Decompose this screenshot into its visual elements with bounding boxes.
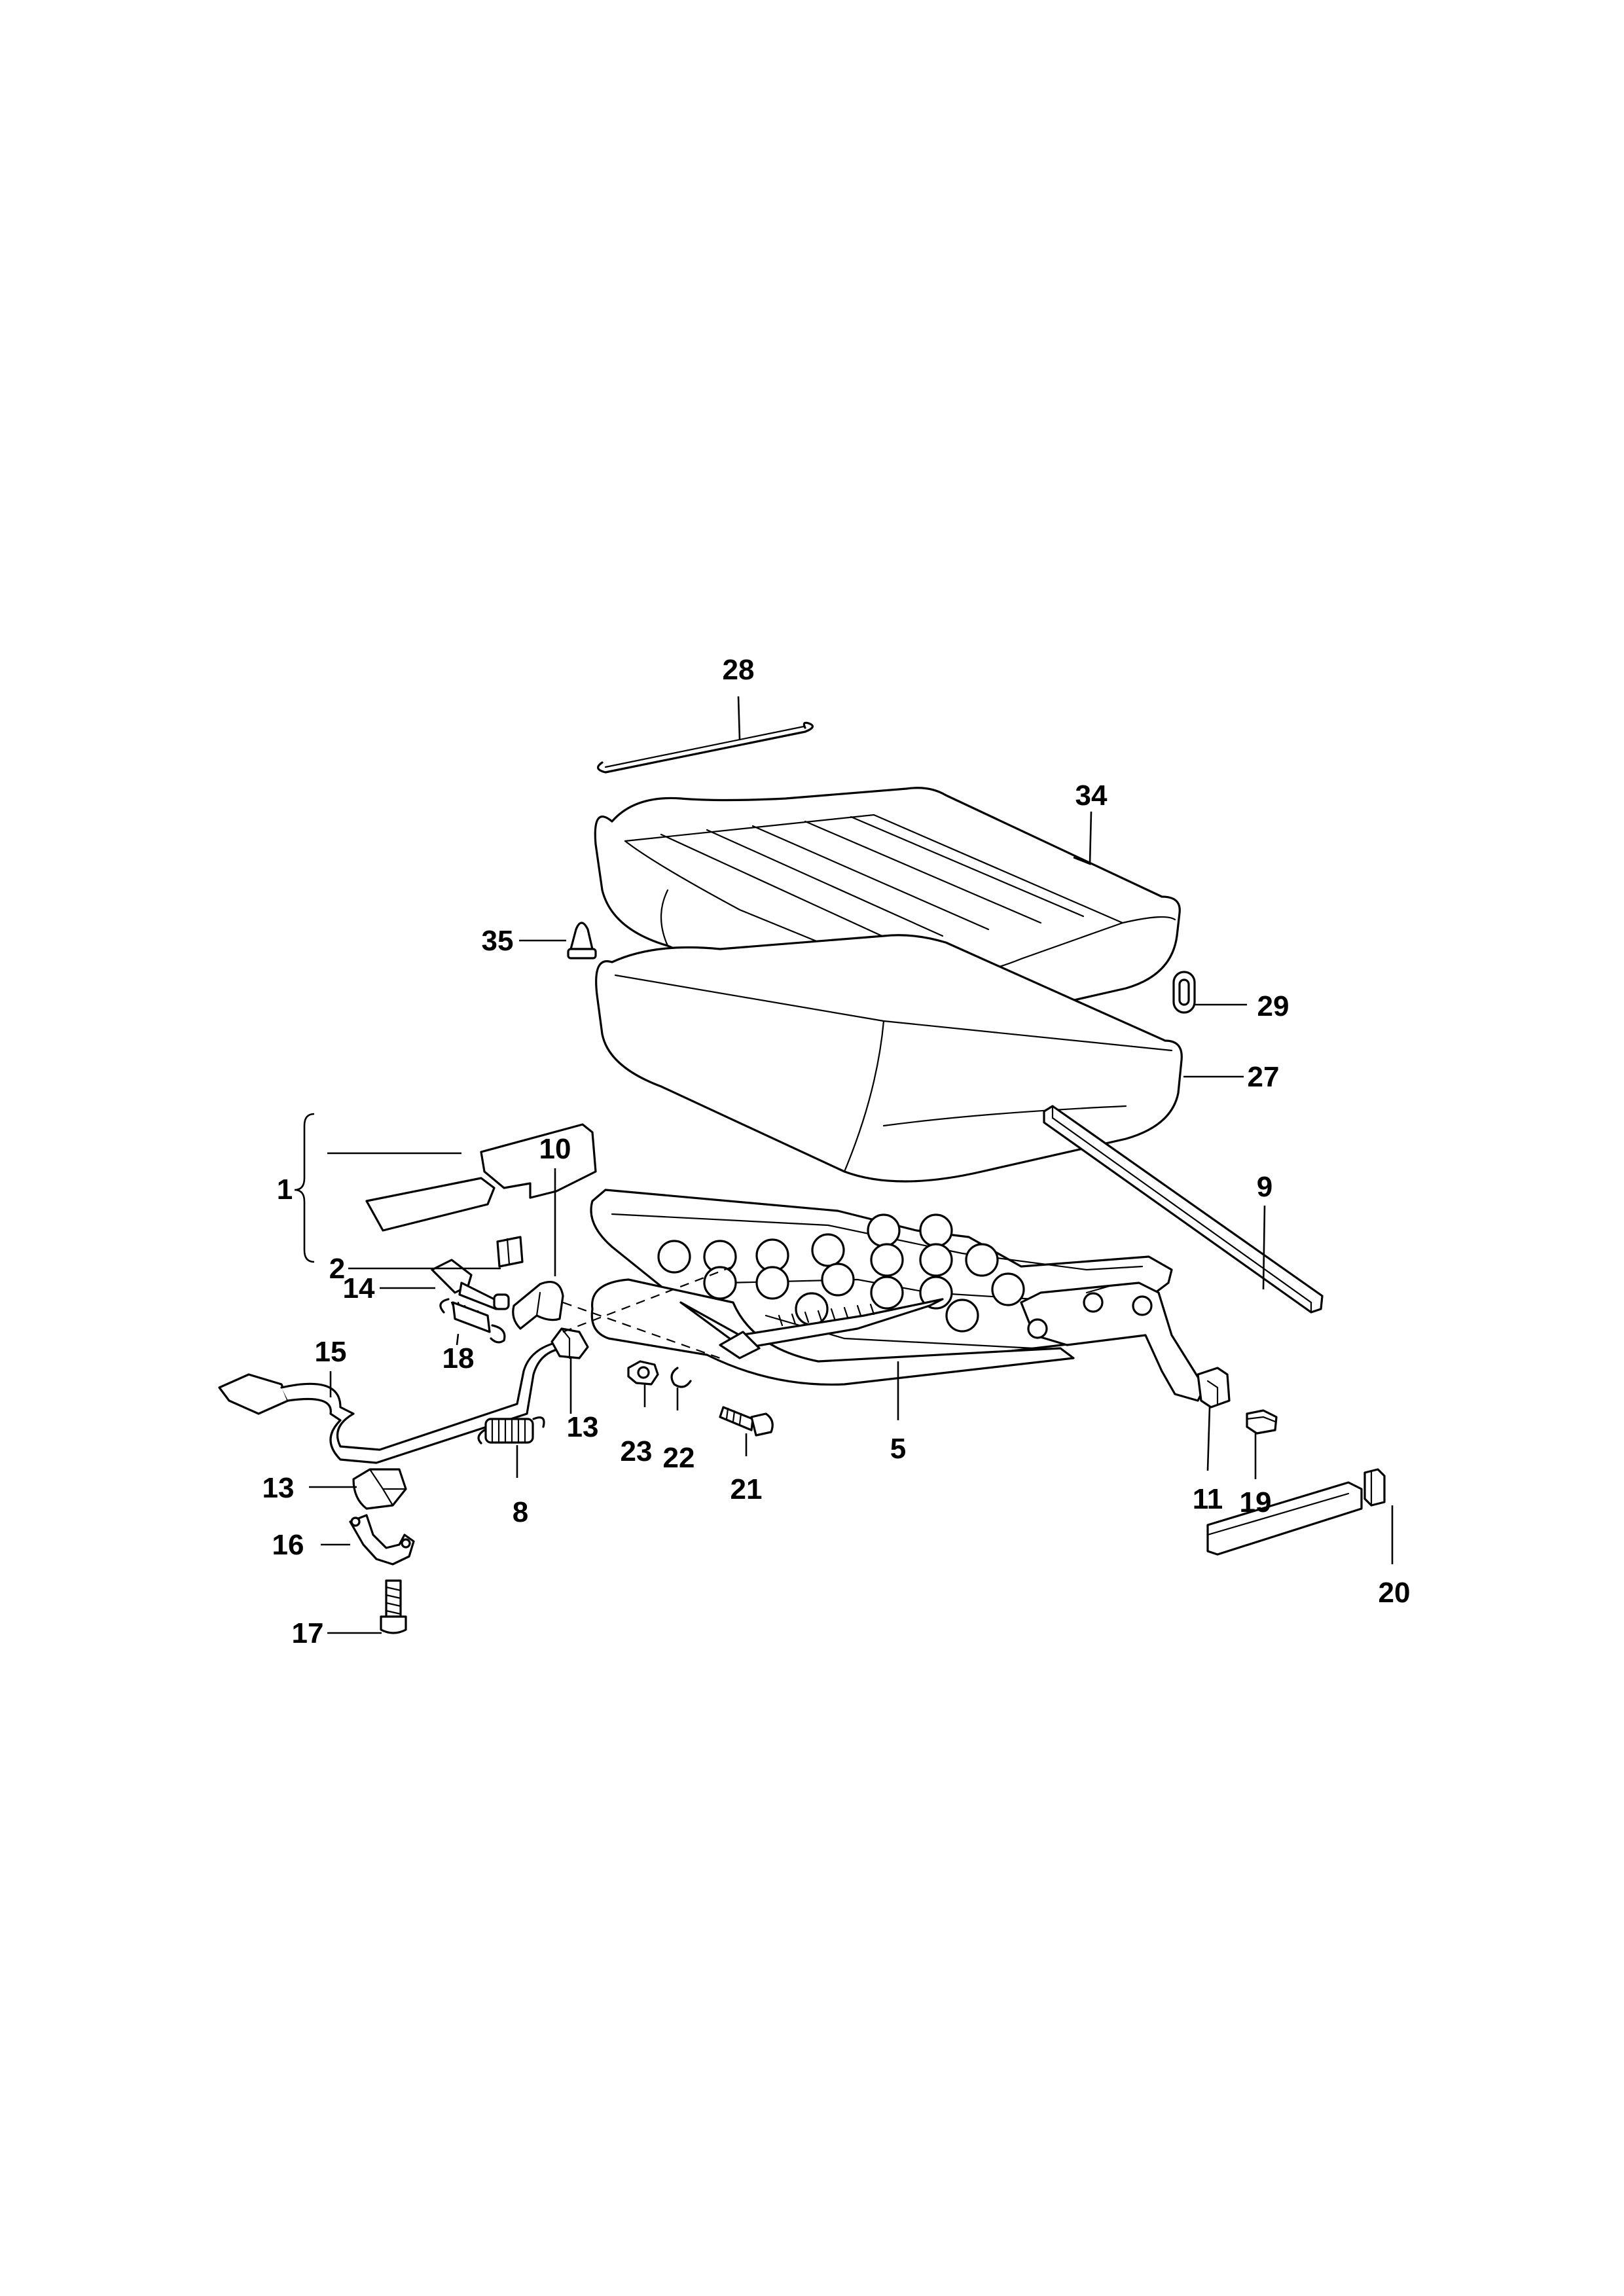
rail-part-20 (1206, 1468, 1386, 1556)
block-part-2 (496, 1236, 524, 1268)
callout-27: 27 (1248, 1061, 1280, 1093)
callout-2: 2 (329, 1253, 345, 1285)
handle-rod-part-15 (218, 1340, 564, 1464)
clip-part-19 (1246, 1409, 1278, 1435)
seat-frame-part-5 (590, 1189, 1206, 1402)
callout-13-upper: 13 (567, 1411, 599, 1443)
wire-part-28 (597, 721, 814, 774)
clip-part-35 (567, 922, 597, 960)
foam-pad-part-27 (595, 934, 1183, 1183)
callout-5: 5 (890, 1433, 906, 1465)
callout-8: 8 (513, 1496, 528, 1528)
callout-18: 18 (442, 1342, 475, 1374)
clamp-part-16 (349, 1514, 415, 1566)
callout-1: 1 (277, 1174, 293, 1206)
leader-lines (294, 696, 1394, 1634)
callout-10: 10 (539, 1133, 571, 1165)
bracket-part-10 (512, 1281, 564, 1330)
callout-19: 19 (1240, 1486, 1272, 1518)
ring-clip-part-29 (1172, 971, 1196, 1014)
bushing-part-13-lower (352, 1468, 407, 1510)
washer-part-22 (670, 1367, 692, 1388)
callout-15: 15 (315, 1336, 347, 1368)
spring-part-18 (439, 1298, 506, 1344)
callout-23: 23 (621, 1435, 653, 1467)
strip-part-9 (1043, 1105, 1324, 1314)
callout-22: 22 (663, 1442, 695, 1474)
callout-labels: 28 34 35 29 27 1 2 10 9 14 18 15 13 23 2… (262, 654, 1411, 1649)
callout-35: 35 (482, 925, 514, 957)
callout-14: 14 (343, 1272, 375, 1304)
callout-28: 28 (723, 654, 755, 686)
callout-13-lower: 13 (262, 1472, 295, 1504)
callout-29: 29 (1257, 990, 1290, 1022)
callout-9: 9 (1257, 1171, 1272, 1203)
callout-16: 16 (272, 1529, 304, 1561)
callout-11: 11 (1193, 1483, 1223, 1515)
screw-part-17 (380, 1579, 407, 1634)
callout-17: 17 (292, 1617, 324, 1649)
assembly-line-rod (562, 1301, 721, 1359)
clip-part-11 (1197, 1367, 1231, 1408)
callout-20: 20 (1379, 1577, 1411, 1609)
bushing-part-13-upper (550, 1327, 589, 1359)
callout-21: 21 (731, 1473, 763, 1505)
side-panel-part-1 (365, 1123, 597, 1232)
callout-34: 34 (1075, 780, 1108, 812)
nut-part-23 (627, 1360, 659, 1386)
spring-part-8 (477, 1416, 545, 1444)
bolt-part-21 (719, 1406, 774, 1437)
